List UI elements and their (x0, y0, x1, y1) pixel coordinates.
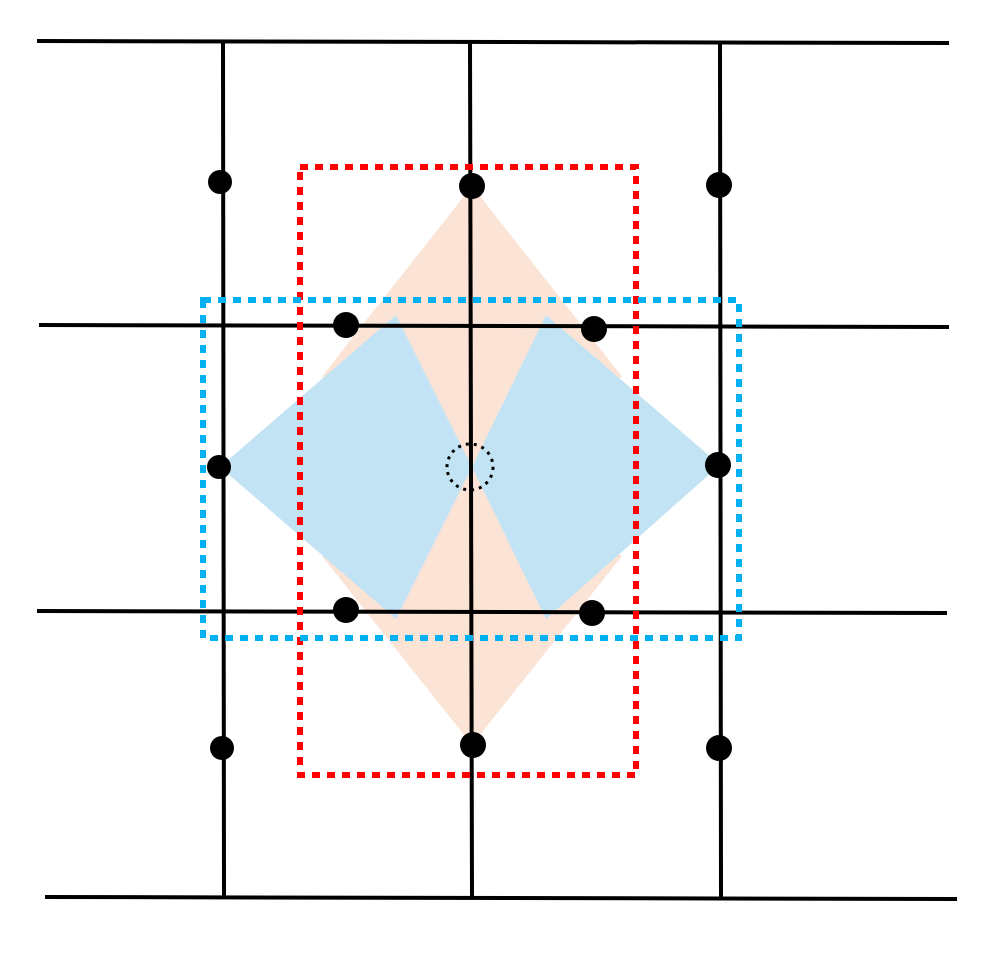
grid-node-dot (706, 172, 732, 198)
grid-node-dot (207, 455, 231, 479)
grid-node-dot (705, 452, 731, 478)
blue-volume-right (472, 315, 720, 619)
grid-node-dot (210, 736, 234, 760)
vertical-grid-line (468, 41, 474, 899)
grid-node-dot (459, 173, 485, 199)
horizontal-grid-line (36, 609, 948, 615)
grid-node-dot (208, 170, 232, 194)
horizontal-grid-line (38, 323, 950, 329)
horizontal-grid-line (36, 39, 950, 45)
blue-control-volume (220, 315, 720, 619)
grid-node-dot (579, 600, 605, 626)
grid-node-dot (333, 597, 359, 623)
grid-node-dot (581, 316, 607, 342)
grid-node-dot (460, 732, 486, 758)
red-dashed-box (297, 164, 639, 778)
horizontal-grid-line (44, 895, 958, 901)
grid-nodes (207, 170, 732, 761)
center-dotted-circle (445, 442, 495, 492)
grid-node-dot (333, 312, 359, 338)
blue-dashed-box (200, 297, 742, 641)
grid-node-dot (706, 735, 732, 761)
blue-volume-left (220, 315, 472, 619)
